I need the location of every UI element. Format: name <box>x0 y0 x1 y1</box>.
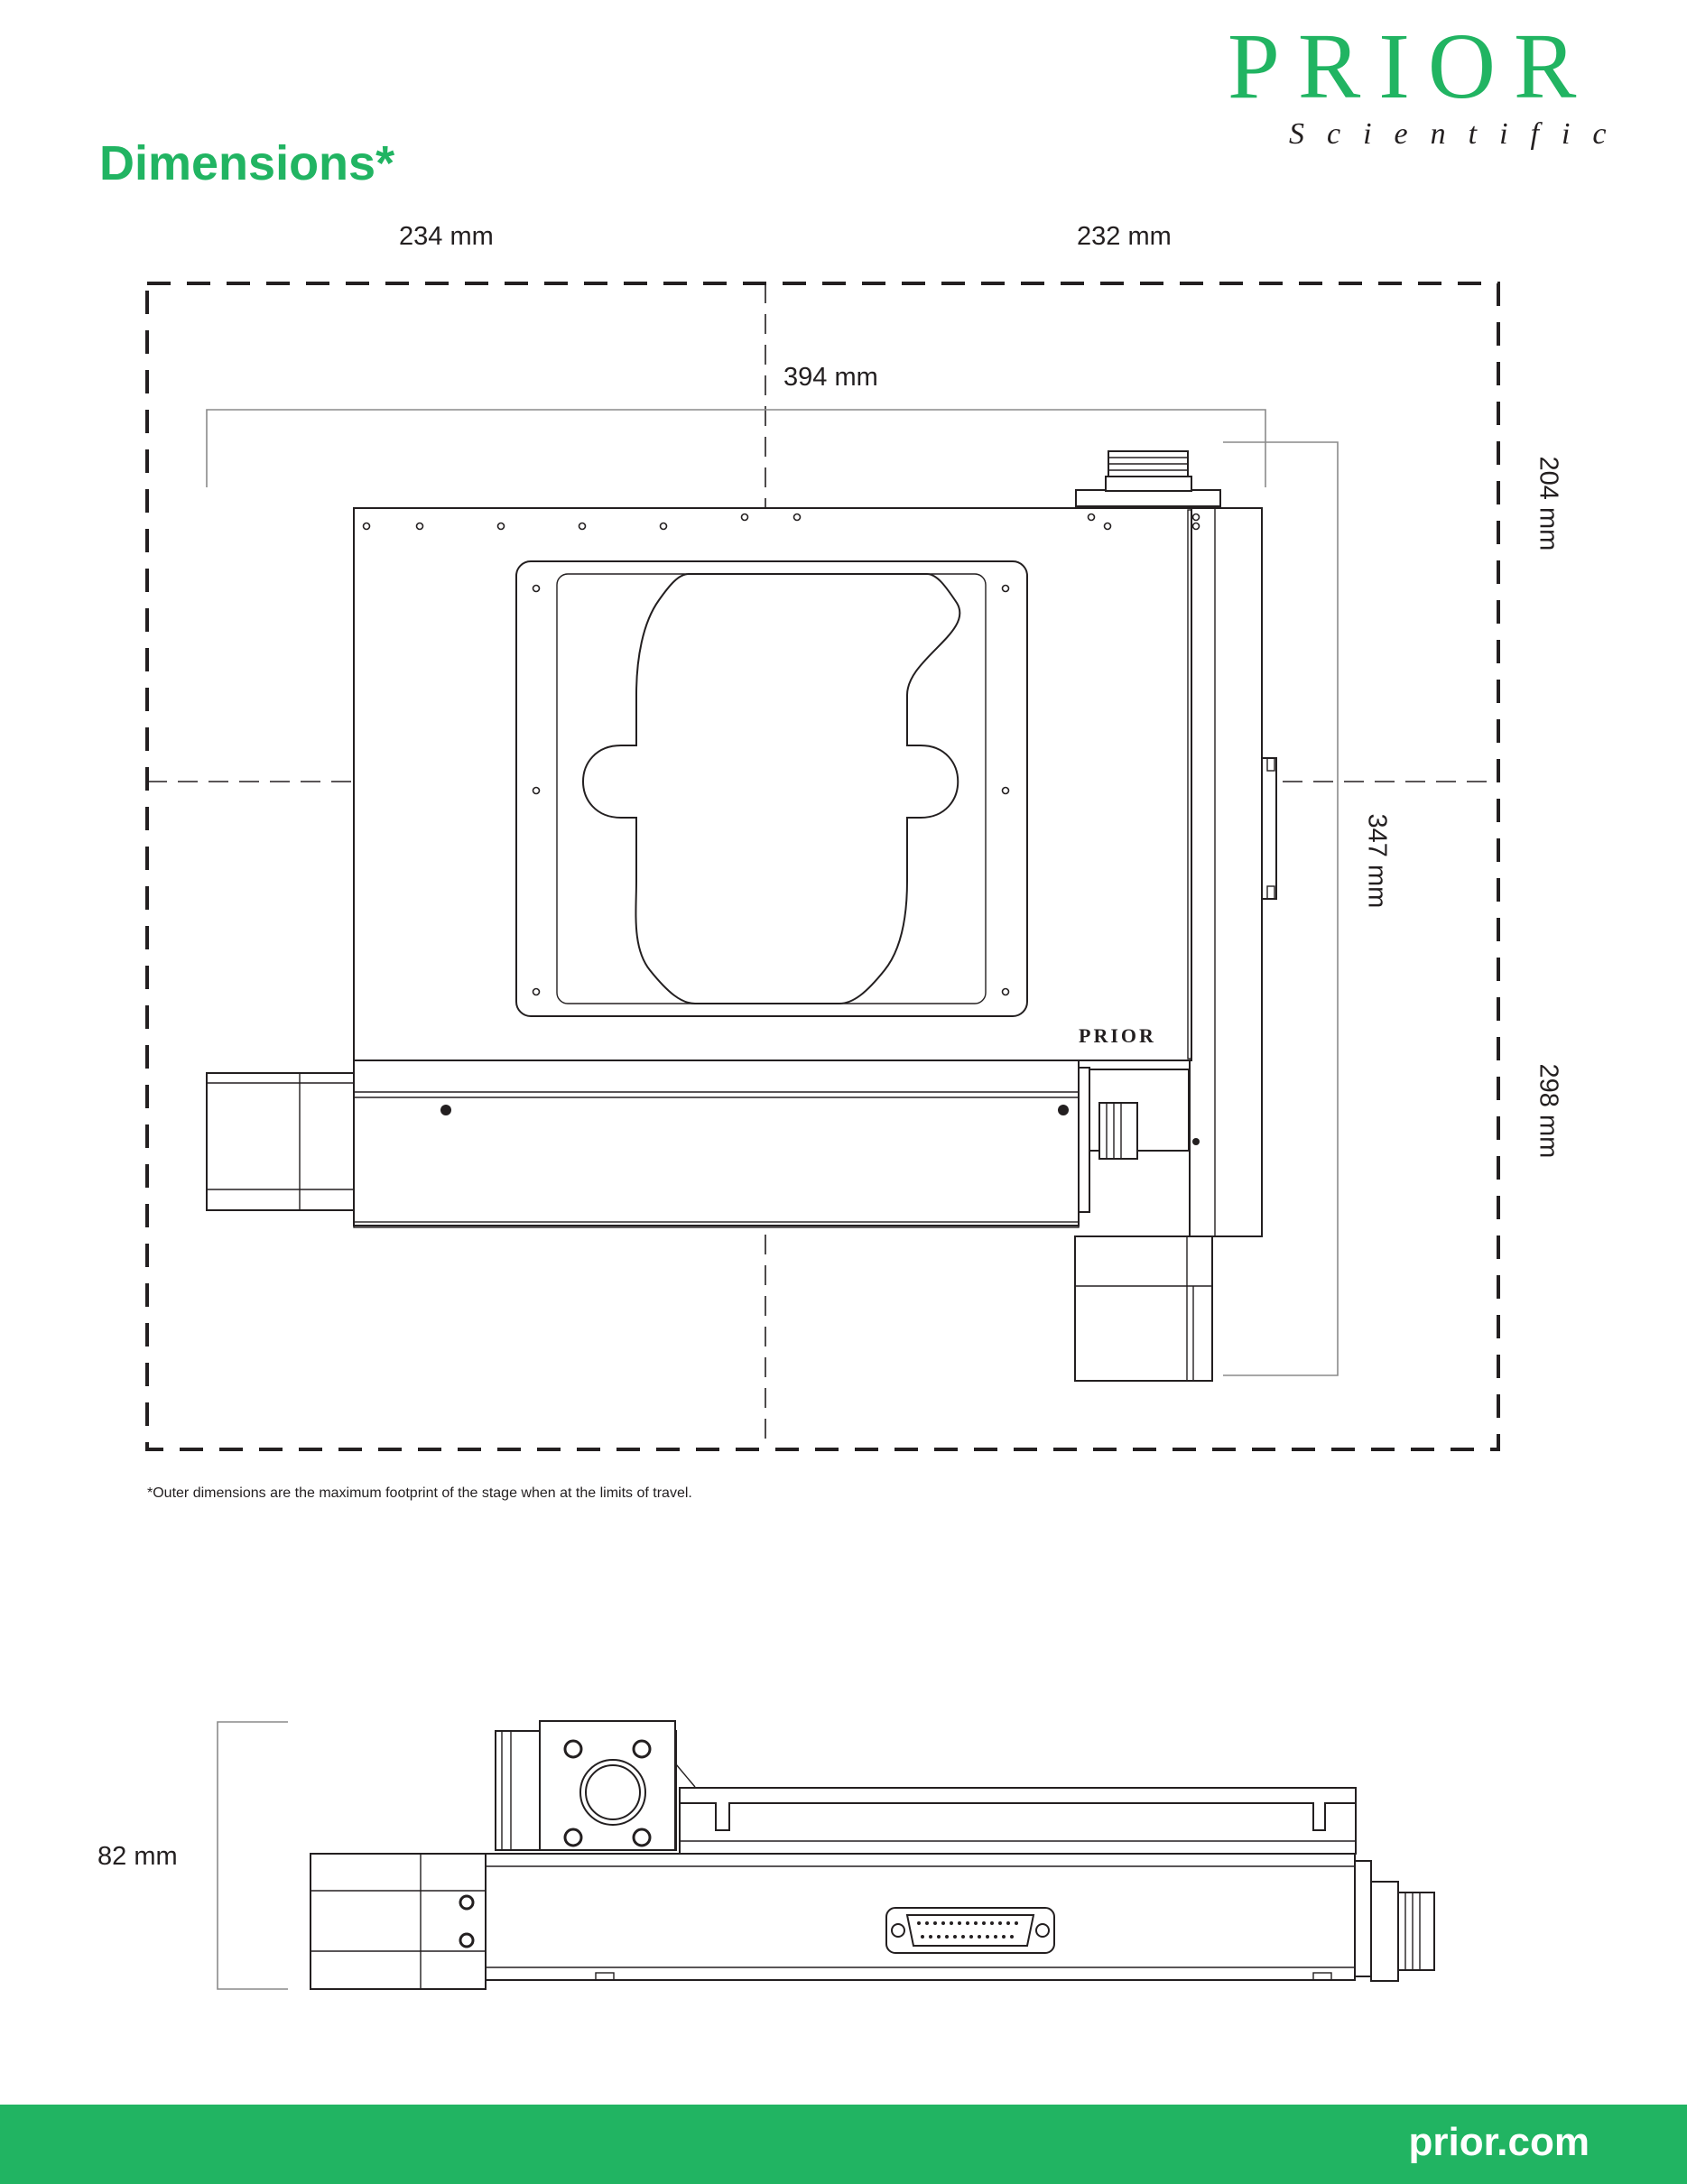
dim-label-width: 394 mm <box>783 363 878 392</box>
dim-label-right-lower: 298 mm <box>1534 1063 1563 1159</box>
dim-label-top-left: 234 mm <box>399 222 494 251</box>
insert-frame-outer <box>515 560 1028 1017</box>
dim-label-depth: 347 mm <box>1362 813 1392 909</box>
y-motor <box>1074 1235 1213 1382</box>
top-connector <box>1075 450 1221 507</box>
dim-label-top-right: 232 mm <box>1077 222 1172 251</box>
side-motor <box>310 1853 487 1990</box>
footnote: *Outer dimensions are the maximum footpr… <box>147 1485 692 1501</box>
logo-subtitle: Scientific <box>1289 117 1629 151</box>
footprint-outline <box>145 282 1500 1451</box>
depth-dimension-line <box>1223 441 1339 1376</box>
height-dimension-line <box>217 1721 288 1990</box>
dim-label-right-upper: 204 mm <box>1534 456 1563 551</box>
side-mount-block <box>495 1720 696 1851</box>
side-connector <box>1370 1881 1435 1982</box>
prior-scientific-logo: PRIOR Scientific <box>1228 20 1607 155</box>
db25-connector <box>885 1907 1055 1954</box>
insert-cutout <box>582 573 961 1004</box>
x-drive-body <box>353 1060 1080 1226</box>
width-dimension-line <box>206 409 1266 487</box>
right-rail <box>1189 507 1263 1237</box>
x-motor <box>206 1072 357 1211</box>
page-title: Dimensions* <box>99 136 395 190</box>
side-plate <box>679 1787 1357 1855</box>
footer-website-link[interactable]: prior.com <box>1408 2120 1590 2164</box>
logo-wordmark: PRIOR <box>1228 14 1595 118</box>
footer-bar: prior.com <box>0 2105 1687 2184</box>
plate-logo: PRIOR <box>1079 1024 1156 1047</box>
dim-label-height: 82 mm <box>97 1842 178 1871</box>
